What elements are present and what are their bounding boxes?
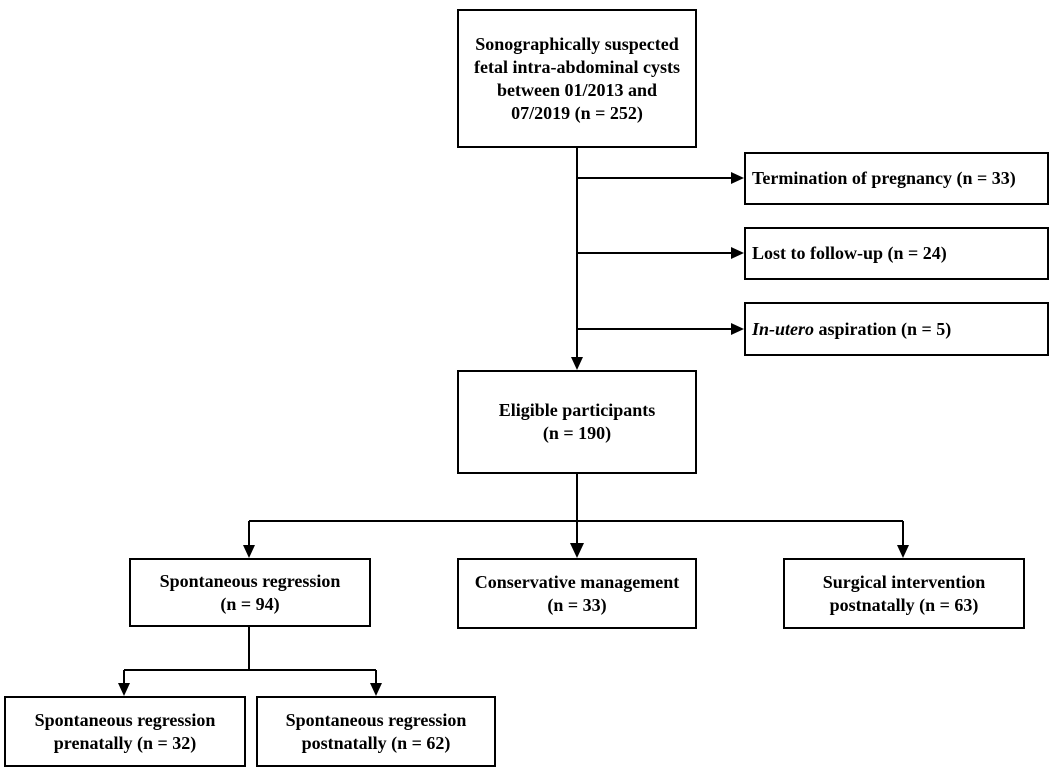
arrowhead-termination (731, 172, 744, 184)
surgical-line-2: postnatally (n = 63) (829, 594, 979, 615)
arrowhead-eligible (571, 357, 583, 370)
termination-label: Termination of pregnancy (n = 33) (752, 168, 1016, 188)
prenatal-regression-box: Spontaneous regression prenatally (n = 3… (4, 696, 246, 767)
arrowhead-postnatal (370, 683, 382, 696)
spontaneous-line-1: Spontaneous regression (159, 570, 341, 591)
suspected-line-4: 07/2019 (n = 252) (511, 102, 643, 123)
arrowhead-prenatal (118, 683, 130, 696)
postnatal-line-1: Spontaneous regression (285, 709, 467, 730)
arrowhead-aspiration (731, 323, 744, 335)
eligible-line-1: Eligible participants (498, 400, 656, 420)
aspiration-box: In-utero aspiration (n = 5) (744, 302, 1049, 356)
spontaneous-line-2: (n = 94) (220, 593, 280, 614)
eligible-line-2: (n = 190) (542, 423, 612, 443)
postnatal-regression-box: Spontaneous regression postnatally (n = … (256, 696, 496, 767)
eligible-participants-box: Eligible participants (n = 190) (457, 370, 697, 474)
suspected-line-2: fetal intra-abdominal cysts (474, 56, 680, 77)
arrowhead-conservative (570, 543, 584, 558)
lost-to-follow-up-box: Lost to follow-up (n = 24) (744, 227, 1049, 280)
postnatal-line-2: postnatally (n = 62) (301, 732, 451, 753)
arrowhead-surgical (897, 545, 909, 558)
conservative-line-2: (n = 33) (547, 594, 607, 615)
prenatal-line-1: Spontaneous regression (34, 709, 216, 730)
prenatal-line-2: prenatally (n = 32) (53, 732, 197, 753)
lost-label: Lost to follow-up (n = 24) (752, 243, 947, 263)
suspected-cysts-box: Sonographically suspected fetal intra-ab… (457, 9, 697, 148)
termination-box: Termination of pregnancy (n = 33) (744, 152, 1049, 205)
surgical-intervention-box: Surgical intervention postnatally (n = 6… (783, 558, 1025, 629)
surgical-line-1: Surgical intervention (822, 571, 986, 592)
arrowhead-lost (731, 247, 744, 259)
spontaneous-regression-box: Spontaneous regression (n = 94) (129, 558, 371, 627)
aspiration-rest: aspiration (n = 5) (814, 318, 952, 339)
aspiration-italic: In-utero (752, 318, 815, 339)
aspiration-label: In-utero aspiration (n = 5) (752, 318, 951, 341)
conservative-management-box: Conservative management (n = 33) (457, 558, 697, 629)
suspected-line-3: between 01/2013 and (496, 79, 657, 100)
conservative-line-1: Conservative management (474, 571, 680, 592)
suspected-line-1: Sonographically suspected (475, 33, 679, 54)
arrowhead-spontaneous (243, 545, 255, 558)
